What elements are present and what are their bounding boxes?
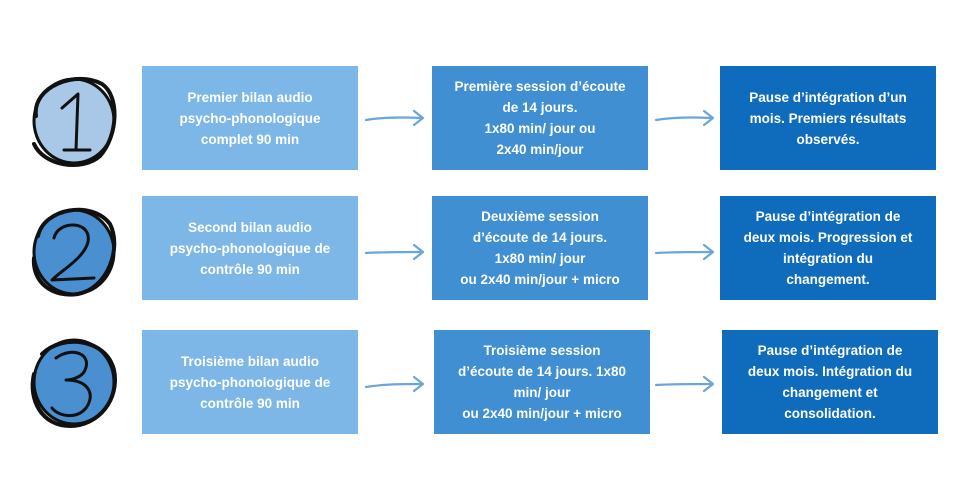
step-row-3: Troisième bilan audio psycho-phonologiqu…	[0, 328, 960, 438]
hand-drawn-circle-one-icon	[32, 76, 117, 168]
pause-1-line-1: Pause d’intégration d’un	[749, 89, 907, 105]
bilan-box-3: Troisième bilan audio psycho-phonologiqu…	[142, 330, 358, 434]
session-box-1: Première session d’écoute de 14 jours. 1…	[432, 66, 648, 170]
pause-3-line-4: consolidation.	[784, 406, 876, 421]
bilan-3-line-2: psycho-phonologique de	[169, 374, 331, 390]
session-2-line-1: Deuxième session	[481, 209, 599, 224]
session-2-line-3: 1x80 min/ jour	[494, 251, 586, 266]
session-1-line-4: 2x40 min/jour	[496, 142, 584, 157]
bilan-2-line-2: psycho-phonologique de	[169, 240, 331, 256]
pause-3-line-1: Pause d’intégration de	[757, 343, 903, 358]
session-1-line-1: Première session d’écoute	[454, 79, 626, 94]
session-3-line-1: Troisième session	[483, 343, 601, 358]
bilan-2-line-3: contrôle 90 min	[200, 261, 300, 277]
step-row-2: Second bilan audio psycho-phonologique d…	[0, 196, 960, 306]
session-2-line-4: ou 2x40 min/jour + micro	[460, 272, 620, 287]
pause-1-line-2: mois. Premiers résultats	[749, 110, 907, 126]
step-number-1-badge	[22, 66, 122, 172]
pause-3-line-3: changement et	[782, 385, 878, 400]
pause-2-line-3: intégration du	[782, 251, 873, 266]
session-1-line-3: 1x80 min/ jour ou	[484, 121, 596, 136]
bilan-2-line-1: Second bilan audio	[188, 219, 312, 235]
session-3-line-2: d’écoute de 14 jours. 1x80	[457, 364, 627, 379]
pause-1-line-3: observés.	[796, 131, 860, 147]
bilan-3-line-1: Troisième bilan audio	[180, 353, 320, 369]
bilan-1-line-3: complet 90 min	[200, 131, 300, 147]
session-1-line-2: de 14 jours.	[502, 100, 578, 115]
arrow-right-icon	[654, 108, 716, 128]
pause-box-3: Pause d’intégration de deux mois. Intégr…	[722, 330, 938, 434]
pause-box-1: Pause d’intégration d’un mois. Premiers …	[720, 66, 936, 170]
session-2-line-2: d’écoute de 14 jours.	[472, 230, 608, 245]
arrow-right-icon	[364, 374, 426, 394]
session-box-2: Deuxième session d’écoute de 14 jours. 1…	[432, 196, 648, 300]
pause-2-line-2: deux mois. Progression et	[743, 230, 913, 245]
pause-box-2: Pause d’intégration de deux mois. Progre…	[720, 196, 936, 300]
pause-2-line-1: Pause d’intégration de	[755, 209, 901, 224]
step-number-3-badge	[22, 328, 122, 434]
step-row-1: Premier bilan audio psycho-phonologique …	[0, 66, 960, 176]
bilan-box-1: Premier bilan audio psycho-phonologique …	[142, 66, 358, 170]
session-box-3: Troisième session d’écoute de 14 jours. …	[434, 330, 650, 434]
session-3-line-4: ou 2x40 min/jour + micro	[462, 406, 622, 421]
hand-drawn-circle-two-icon	[31, 207, 117, 297]
pause-3-line-2: deux mois. Intégration du	[747, 364, 913, 379]
session-3-line-3: min/ jour	[513, 385, 571, 400]
bilan-1-line-2: psycho-phonologique	[179, 110, 321, 126]
arrow-right-icon	[364, 242, 426, 262]
arrow-right-icon	[364, 108, 426, 128]
bilan-box-2: Second bilan audio psycho-phonologique d…	[142, 196, 358, 300]
pause-2-line-4: changement.	[786, 272, 870, 287]
arrow-right-icon	[654, 374, 716, 394]
bilan-1-line-1: Premier bilan audio	[187, 89, 313, 105]
step-number-2-badge	[22, 196, 122, 302]
arrow-right-icon	[654, 242, 716, 262]
bilan-3-line-3: contrôle 90 min	[200, 395, 300, 411]
hand-drawn-circle-three-icon	[30, 338, 117, 429]
